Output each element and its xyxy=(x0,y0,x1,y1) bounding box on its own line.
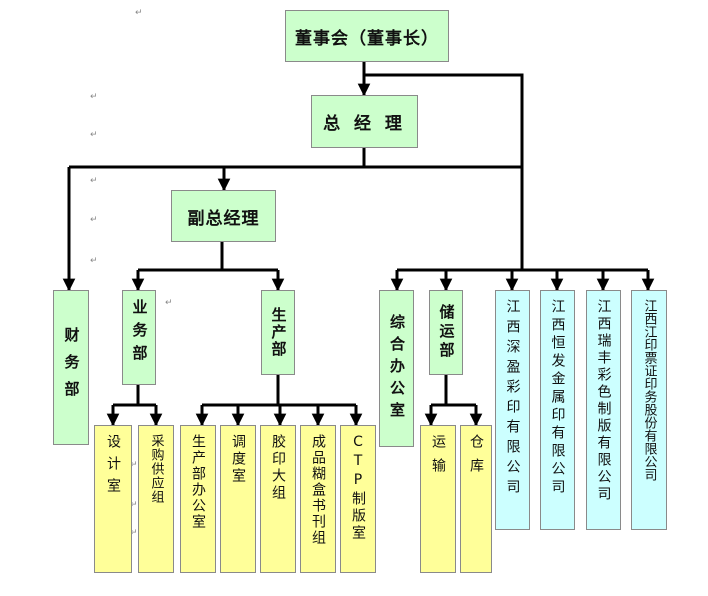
paragraph-mark: ↵ xyxy=(135,8,143,18)
general-office-label: 综合办公室 xyxy=(388,313,406,424)
dispatch-room-node: 调度室 xyxy=(220,425,256,573)
production-office-label: 生产部办公室 xyxy=(190,434,206,530)
general-office-node: 综合办公室 xyxy=(379,290,414,447)
finance-dept-node: 财务部 xyxy=(53,290,89,445)
business-dept-node: 业务部 xyxy=(122,290,156,385)
purchasing-group-node: 采购供应组 xyxy=(138,425,174,573)
offset-printing-group-node: 胶印大组 xyxy=(260,425,296,573)
paragraph-mark: ↵ xyxy=(90,215,98,225)
subsidiary-label-3: 江西瑞丰彩色制版有限公司 xyxy=(595,299,612,503)
paragraph-mark: ↵ xyxy=(90,92,98,102)
subsidiary-label-1: 江西深盈彩印有限公司 xyxy=(504,299,521,499)
storage-transport-dept-node: 储运部 xyxy=(429,290,463,375)
paragraph-mark: ↵ xyxy=(130,460,138,470)
subsidiary-node-3: 江西瑞丰彩色制版有限公司 xyxy=(586,290,621,530)
subsidiary-node-2: 江西恒发金属印有限公司 xyxy=(540,290,575,530)
production-dept-node: 生产部 xyxy=(261,290,295,375)
warehouse-node: 仓库 xyxy=(460,425,492,573)
subsidiary-label-2: 江西恒发金属印有限公司 xyxy=(549,299,566,497)
production-office-node: 生产部办公室 xyxy=(180,425,216,573)
deputy-general-manager-node: 副总经理 xyxy=(171,190,276,242)
warehouse-label: 仓库 xyxy=(468,434,484,482)
finishing-group-label: 成品糊盒书刊组 xyxy=(310,434,326,546)
paragraph-mark: ↵ xyxy=(90,176,98,186)
paragraph-mark: ↵ xyxy=(90,256,98,266)
paragraph-mark: ↵ xyxy=(130,500,138,510)
board-label: 董事会（董事长） xyxy=(295,28,439,49)
design-room-label: 设计室 xyxy=(105,434,121,500)
subsidiary-label-4: 江西江印票证印务股份有限公司 xyxy=(641,299,657,481)
offset-printing-group-label: 胶印大组 xyxy=(270,434,286,502)
dispatch-room-label: 调度室 xyxy=(230,434,246,485)
ctp-platemaking-room-node: CTP制版室 xyxy=(340,425,376,573)
subsidiary-node-4: 江西江印票证印务股份有限公司 xyxy=(631,290,667,530)
finishing-group-node: 成品糊盒书刊组 xyxy=(300,425,336,573)
connector-board-right xyxy=(364,73,524,167)
subsidiary-node-1: 江西深盈彩印有限公司 xyxy=(495,290,530,530)
business-dept-label: 业务部 xyxy=(130,299,149,368)
transport-label: 运输 xyxy=(430,434,446,482)
production-dept-label: 生产部 xyxy=(269,307,288,358)
finance-dept-label: 财务部 xyxy=(62,327,81,408)
paragraph-mark: ↵ xyxy=(90,130,98,140)
deputy-general-manager-label: 副总经理 xyxy=(187,208,260,229)
general-manager-label: 总 经 理 xyxy=(323,114,406,134)
general-manager-node: 总 经 理 xyxy=(311,95,418,148)
storage-transport-dept-label: 储运部 xyxy=(437,304,456,361)
ctp-platemaking-room-label: CTP制版室 xyxy=(350,434,366,542)
board-node: 董事会（董事长） xyxy=(285,10,449,62)
purchasing-group-label: 采购供应组 xyxy=(148,434,164,504)
transport-node: 运输 xyxy=(420,425,456,573)
paragraph-mark: ↵ xyxy=(130,528,138,538)
design-room-node: 设计室 xyxy=(94,425,132,573)
paragraph-mark: ↵ xyxy=(165,298,173,308)
